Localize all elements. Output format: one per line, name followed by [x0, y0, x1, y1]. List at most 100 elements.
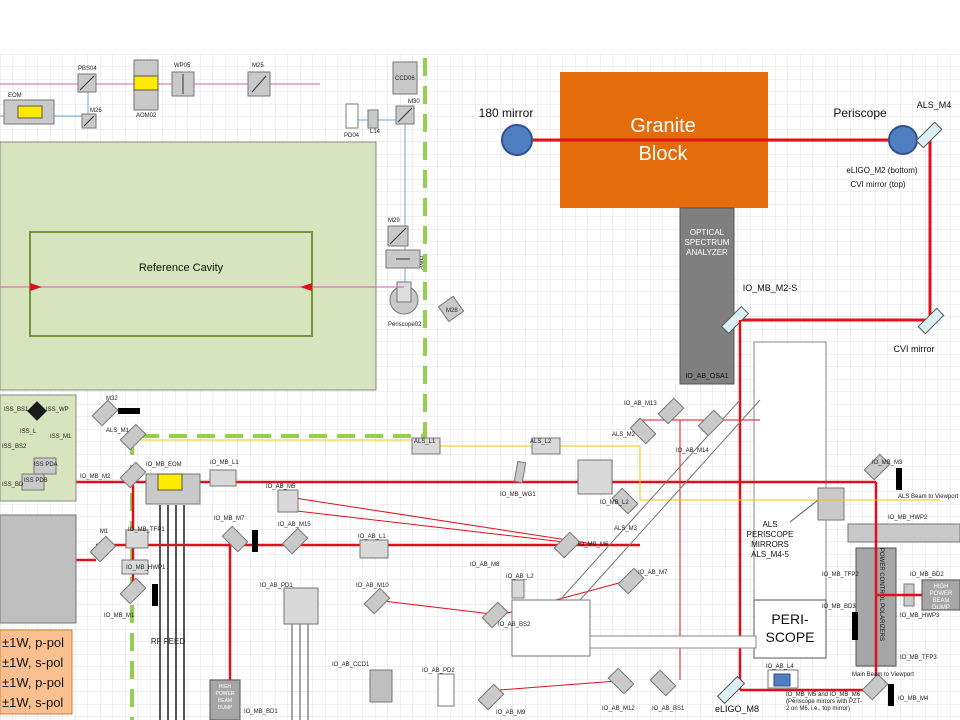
als-m4-label: ALS_M4: [917, 100, 952, 110]
iss-pdb-component: [21, 473, 45, 491]
hp-dump-left-1: HIGH: [219, 684, 232, 690]
top-left-optics: PBS04 EOM M26 AOM02 WP05 M25: [0, 59, 320, 129]
svg-text:IO_AB_M15: IO_AB_M15: [278, 522, 311, 528]
m26-label: M26: [90, 108, 102, 114]
svg-text:M32: M32: [106, 396, 118, 402]
svg-text:IO_MB_M7: IO_MB_M7: [214, 516, 245, 522]
svg-text:ALS_M3: ALS_M3: [614, 526, 638, 532]
svg-text:Main Beam to Viewport: Main Beam to Viewport: [852, 672, 914, 678]
pd04-label: PD04: [344, 133, 360, 139]
iss-bs2-label: ISS_BS2: [2, 444, 27, 450]
hp-dump-left-4: DUMP: [218, 705, 233, 711]
wp05-label: WP05: [174, 63, 191, 69]
svg-text:IO_AB_M8: IO_AB_M8: [470, 562, 500, 568]
svg-text:IO_AB_CCD1: IO_AB_CCD1: [332, 662, 370, 668]
als-periscope-label-1: ALS: [762, 520, 777, 529]
svg-text:IO_AB_M12: IO_AB_M12: [602, 706, 635, 712]
als-periscope-frame: [753, 341, 827, 601]
svg-text:IO_MB_M4: IO_MB_M4: [898, 696, 929, 702]
svg-text:IO_AB_PD1: IO_AB_PD1: [260, 583, 293, 589]
hp-dump-left-2: POWER: [216, 691, 235, 697]
io-mb-m2s-label: IO_MB_M2-S: [743, 283, 798, 293]
svg-text:IO_AB_M14: IO_AB_M14: [676, 448, 709, 454]
svg-text:IO_AB_M5: IO_AB_M5: [266, 484, 296, 490]
svg-text:ALS_M2: ALS_M2: [612, 432, 636, 438]
iss-m1-label: ISS_M1: [50, 434, 72, 440]
svg-text:IO_AB_L4: IO_AB_L4: [766, 664, 794, 670]
hp-dump-label-4: DUMP: [932, 605, 950, 611]
svg-text:IO_AB_BS2: IO_AB_BS2: [498, 622, 531, 628]
svg-text:IO_AB_M7: IO_AB_M7: [638, 570, 668, 576]
osa-id-label: IO_AB_OSA1: [685, 373, 728, 380]
hp-dump-label-1: HIGH: [934, 584, 949, 590]
iss-bs1-component: [27, 401, 47, 421]
svg-text:ALS_L2: ALS_L2: [530, 439, 552, 445]
als-periscope-block: [817, 487, 845, 521]
svg-text:IO_MB_BD1: IO_MB_BD1: [244, 709, 278, 715]
svg-text:IO_MB_HWP3: IO_MB_HWP3: [900, 613, 940, 619]
als-periscope-label-2: PERISCOPE: [747, 530, 794, 539]
svg-text:IO_AB_BS1: IO_AB_BS1: [652, 706, 685, 712]
l14-label: L14: [370, 129, 381, 135]
cavity-arrow-right: [300, 283, 312, 291]
svg-text:M1: M1: [100, 529, 109, 535]
svg-text:ALS Beam to Viewport: ALS Beam to Viewport: [898, 494, 959, 500]
iss-bs1-label: ISS_BS1: [4, 407, 29, 413]
pbs04-label: PBS04: [78, 66, 97, 72]
rf-feed-label: RF FEED: [151, 637, 185, 646]
reference-cavity-label: Reference Cavity: [139, 262, 224, 274]
svg-text:IO_MB_M6: IO_MB_M6: [578, 542, 609, 548]
cvi-label: CVI mirror: [894, 344, 935, 354]
granite-label-1: Granite: [630, 115, 696, 137]
osa-label-2: SPECTRUM: [685, 238, 730, 247]
m29-label: M29: [388, 218, 400, 224]
hp-dump-left-3: BEAM: [218, 698, 232, 704]
aom02-label: AOM02: [136, 113, 157, 119]
m28-component: [437, 295, 465, 323]
eligo-m8-mirror: [716, 675, 746, 705]
rf-feed-cables: [159, 505, 185, 720]
high-power-dump-left: [209, 679, 241, 720]
svg-text:IO_MB_L2: IO_MB_L2: [600, 500, 629, 506]
svg-text:IO_AB_L2: IO_AB_L2: [506, 574, 534, 580]
als-m4-mirror: [915, 121, 943, 149]
svg-text:IO_MB_BD3: IO_MB_BD3: [822, 604, 856, 610]
cavity-side-optics: CCD06 M30 PD04 L14 M29 HWP Periscope02 M…: [344, 61, 465, 328]
svg-text:2 on M6, i.e., top mirror): 2 on M6, i.e., top mirror): [786, 706, 850, 712]
periscope-label: Periscope: [833, 106, 887, 120]
yellow-als-beams: [132, 439, 940, 501]
svg-text:IO_AB_PD2: IO_AB_PD2: [422, 668, 455, 674]
svg-text:IO_MB_M5 and IO_MB_M6: IO_MB_M5 and IO_MB_M6: [786, 692, 861, 698]
svg-text:IO_MB_EOM: IO_MB_EOM: [146, 462, 182, 468]
reference-cavity-panel: [0, 141, 377, 391]
mirror-180-label: 180 mirror: [479, 106, 534, 120]
ccd06-component: [392, 61, 418, 95]
periscope-box: [753, 599, 827, 659]
als-periscope-label-3: MIRRORS: [751, 540, 789, 549]
als-periscope-label-4: ALS_M4-5: [751, 550, 789, 559]
periscope-mirror: [888, 125, 918, 155]
cavity-arrow-left: [30, 283, 42, 291]
iss-pda-component: [33, 457, 57, 475]
iss-l-label: ISS_L: [20, 429, 37, 435]
svg-text:IO_MB_L1: IO_MB_L1: [210, 460, 239, 466]
eligo-m8-label: eLIGO_M8: [715, 704, 759, 714]
svg-text:IO_AB_M10: IO_AB_M10: [356, 583, 389, 589]
cvi-top-label: CVI mirror (top): [850, 180, 905, 189]
svg-text:(Periscope mirrors with PZT-: (Periscope mirrors with PZT-: [786, 699, 862, 705]
periscope-box-label-2: SCOPE: [765, 629, 814, 645]
io-mb-m2s-mirror: [720, 305, 750, 335]
svg-text:IO_MB_M3: IO_MB_M3: [872, 460, 903, 466]
hp-dump-label-3: BEAM: [932, 598, 949, 604]
svg-text:IO_MB_HWP1: IO_MB_HWP1: [126, 565, 166, 571]
pol-box-line-3: ±1W, p-pol: [2, 675, 64, 690]
svg-text:IO_AB_M9: IO_AB_M9: [496, 710, 526, 716]
svg-text:IO_MB_TFP1: IO_MB_TFP1: [128, 527, 165, 533]
m28-label: M28: [446, 308, 458, 314]
svg-text:ALS_M1: ALS_M1: [106, 428, 130, 434]
eligo-m2-label: eLIGO_M2 (bottom): [846, 166, 917, 175]
periscope02-label: Periscope02: [388, 322, 422, 328]
periscope-box-label-1: PERI-: [771, 611, 809, 627]
laser-box: [0, 514, 77, 624]
